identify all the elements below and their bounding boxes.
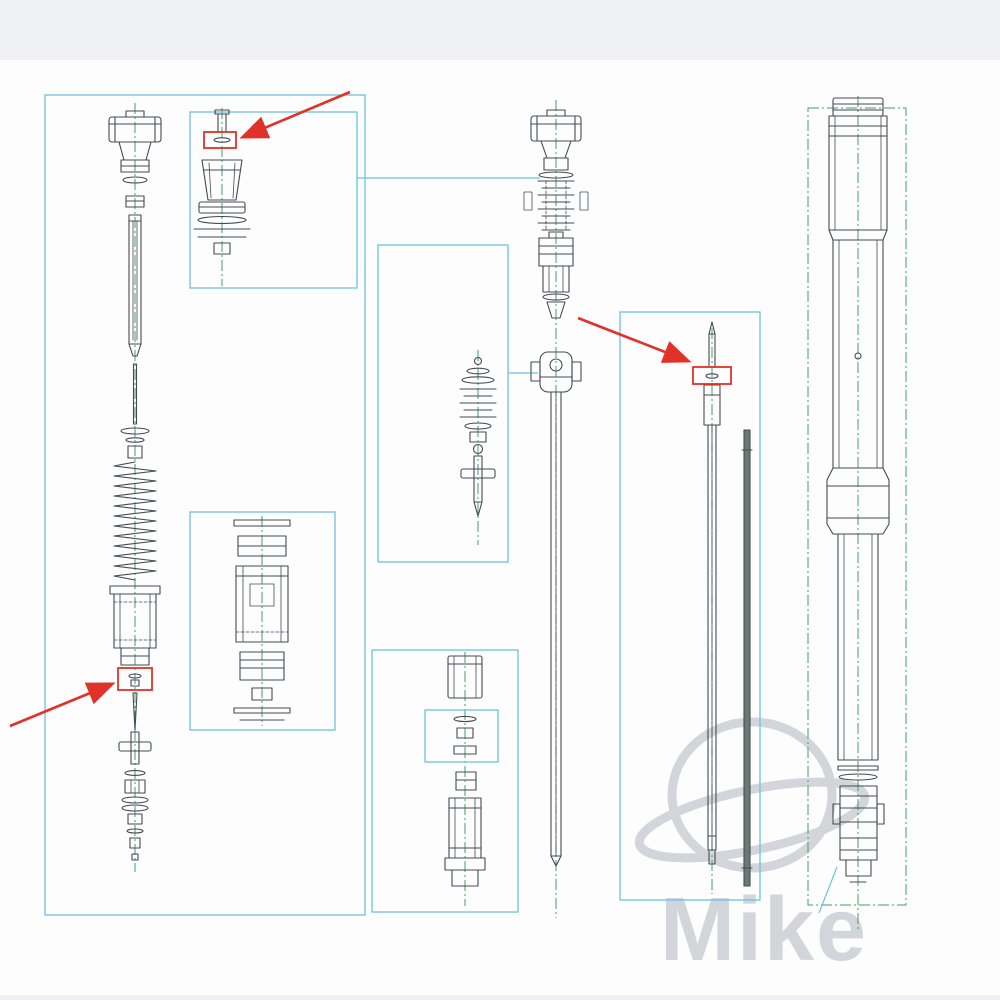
- piston-block: [239, 651, 285, 681]
- cap-detail-body: [193, 159, 251, 255]
- fork-cap: [108, 110, 162, 184]
- cartridge-detail: [233, 519, 291, 721]
- top-cap-detail: [193, 109, 251, 255]
- bottom-hardware-stack: [121, 770, 149, 861]
- adjuster-rod: [128, 214, 142, 357]
- rebound-shim-stack: [523, 180, 589, 239]
- center-fork-cap: [530, 109, 582, 179]
- needle: [132, 692, 138, 731]
- connector-axle-clamp: [818, 866, 838, 914]
- ball: [473, 356, 483, 366]
- washer: [464, 422, 492, 430]
- valve-stack-detail-box: [377, 244, 509, 563]
- shim-large: [461, 376, 495, 384]
- push-rods-detail: [703, 321, 753, 887]
- right-column-chain-frame: [807, 107, 907, 906]
- washer-wide: [233, 707, 291, 714]
- valve-body: [444, 797, 486, 887]
- seal-head: [237, 535, 287, 557]
- cartridge-body: [109, 585, 161, 666]
- spring-seat-washers: [120, 427, 150, 459]
- left-assembly-box: [44, 94, 366, 916]
- check-ball: [472, 443, 484, 455]
- left-damper-assembly: [108, 110, 162, 861]
- damper-rod-assembly: [523, 109, 589, 867]
- cross-valve: [118, 731, 152, 765]
- piston-assembly: [538, 237, 574, 319]
- highlight-box-bleed-washer: [203, 131, 237, 149]
- shim-stack: [459, 388, 497, 418]
- damper-rod: [550, 391, 562, 867]
- valve-stack-detail: [459, 356, 497, 517]
- bleed-washer: [213, 137, 231, 143]
- arrow-to-rod-washer: [577, 316, 692, 363]
- base-valve-detail: [444, 655, 486, 887]
- watermark-text: Mike: [660, 880, 868, 980]
- retainer-clip: [125, 195, 145, 208]
- push-rod-long: [703, 321, 721, 865]
- cartridge-detail-box: [189, 511, 336, 731]
- shim-set: [453, 715, 477, 755]
- push-rod-detail-box: [619, 311, 761, 901]
- top-cap-detail-box: [189, 111, 358, 289]
- arrow-to-adjuster-part: [9, 682, 116, 728]
- plate: [233, 519, 291, 527]
- shim-small: [466, 367, 490, 375]
- drawing-area: [0, 60, 1000, 995]
- blue-connectors: [357, 177, 838, 914]
- push-rod: [132, 363, 138, 425]
- red-highlights: [9, 90, 732, 728]
- compression-adjuster-part: [128, 673, 142, 687]
- valve-spacer: [455, 771, 477, 791]
- highlight-box-rod-washer: [692, 366, 732, 385]
- spacer: [251, 687, 273, 701]
- fork-outer-assembly: [826, 97, 890, 883]
- highlight-box-adjuster-part: [117, 667, 153, 691]
- callout-boxes: [44, 94, 761, 916]
- cartridge-tube-section: [235, 565, 289, 643]
- lower-inner-tube: [837, 533, 879, 781]
- base-valve-detail-box: [371, 649, 519, 913]
- axle-clamp: [832, 785, 885, 883]
- arrow-to-bleed-washer: [239, 90, 351, 139]
- shim-detail-box: [424, 709, 499, 763]
- valve-stem: [460, 455, 496, 517]
- upper-outer-tube: [828, 115, 888, 241]
- fork-spring: [113, 461, 157, 581]
- valve-cylinder: [447, 655, 483, 699]
- tube-bulge: [826, 467, 890, 535]
- nut: [469, 431, 487, 443]
- spring-guide-rod: [741, 429, 753, 887]
